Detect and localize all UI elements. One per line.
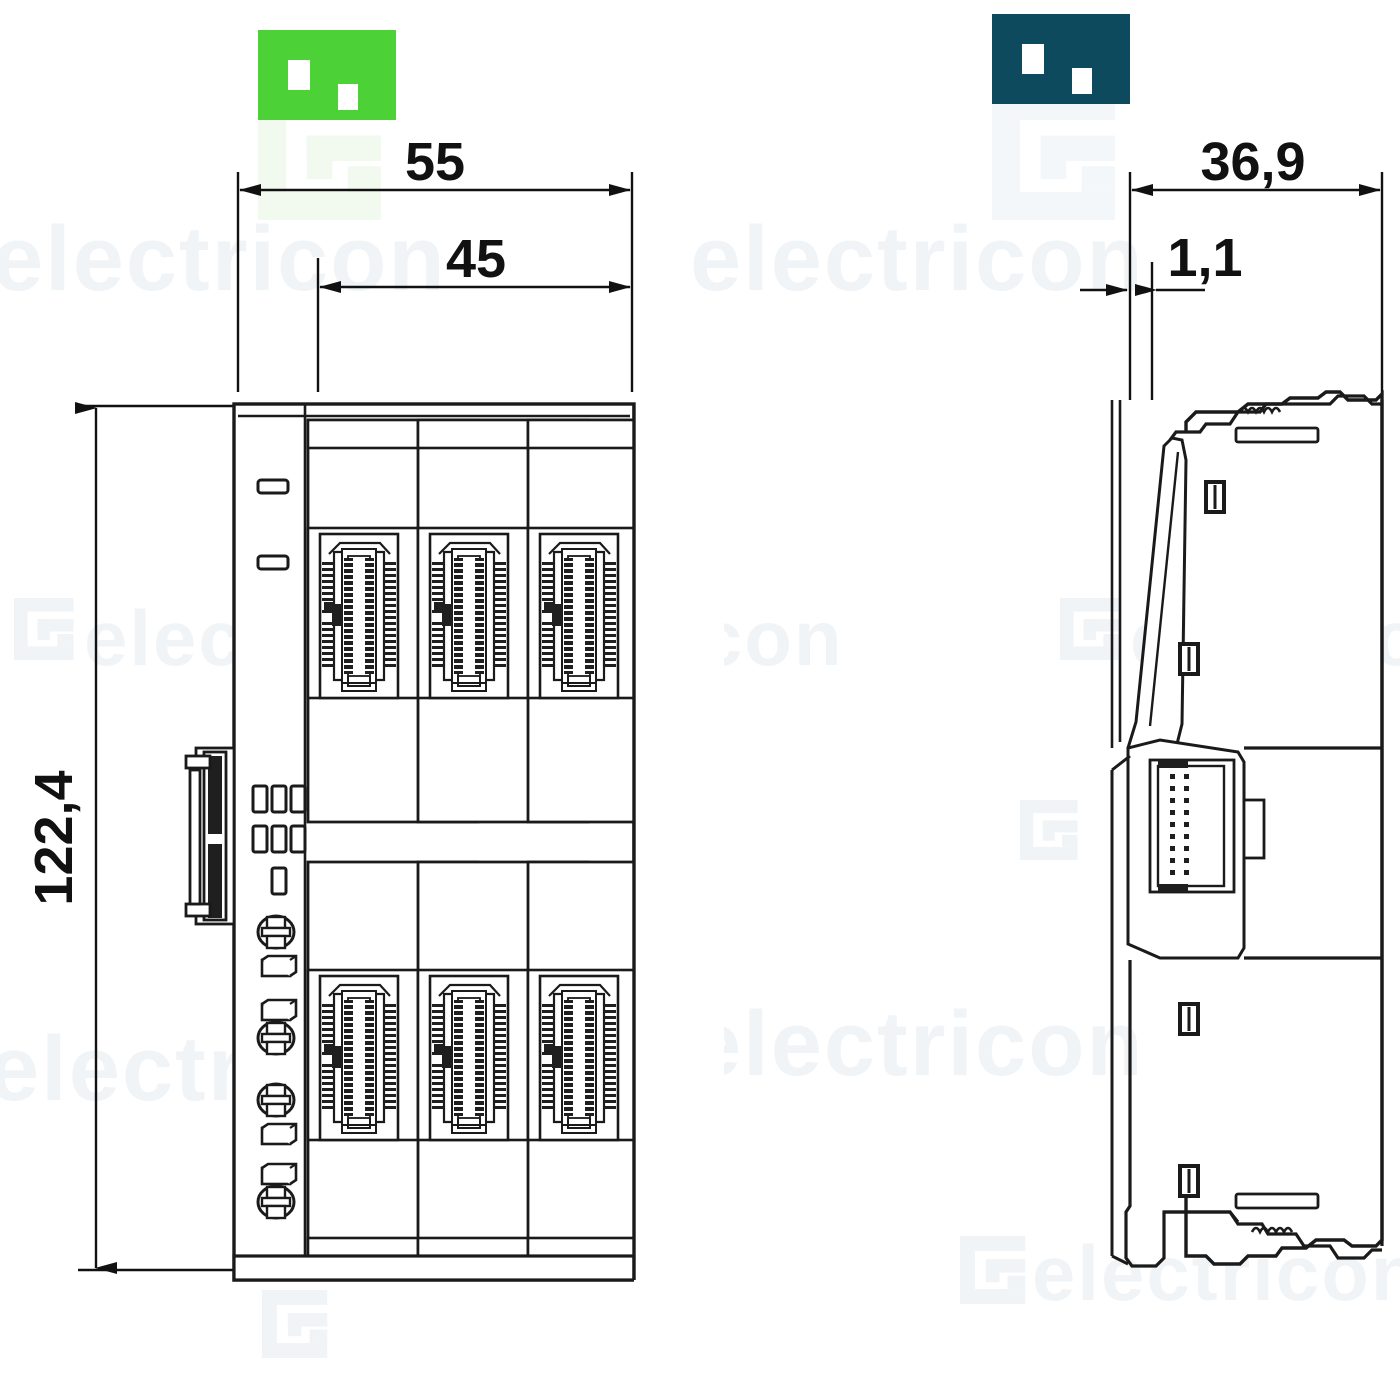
dimension-label-45: 45 <box>446 229 506 289</box>
dimension-group-front <box>75 172 634 1274</box>
screw-terminal-1 <box>256 914 296 950</box>
screw-terminal-3 <box>256 1082 296 1118</box>
front-view <box>184 402 724 1284</box>
dimension-group-side <box>1080 172 1384 400</box>
led-6 <box>289 824 307 854</box>
side-connector-lug <box>1242 798 1266 860</box>
side-top-slot <box>1234 426 1320 444</box>
terminal-block-2 <box>260 998 298 1022</box>
side-vent-4 <box>1178 1164 1200 1198</box>
dimension-label-1224: 122,4 <box>24 770 84 905</box>
front-slot-1 <box>256 478 290 495</box>
dimension-label-369: 36,9 <box>1200 132 1305 192</box>
led-3 <box>289 784 307 814</box>
side-vent-1 <box>1204 480 1226 514</box>
svg-text:electricon: electricon <box>690 993 1145 1095</box>
side-vent-3 <box>1178 1002 1200 1036</box>
front-bottom-plinth <box>232 1254 636 1282</box>
side-vent-2 <box>1178 642 1200 676</box>
dimension-label-11: 1,1 <box>1167 228 1242 288</box>
side-bottom-slot <box>1234 1192 1320 1210</box>
terminal-block-4 <box>260 1162 298 1186</box>
screw-terminal-4 <box>256 1184 296 1220</box>
terminal-block-3 <box>260 1122 298 1146</box>
side-lower-body <box>1124 960 1382 1268</box>
side-body-edges <box>1244 400 1384 1246</box>
side-backplane-connector <box>1126 738 1266 960</box>
side-bottom-serration <box>1250 1226 1294 1235</box>
led-2 <box>270 784 288 814</box>
led-5 <box>270 824 288 854</box>
terminal-block-1 <box>260 954 298 978</box>
side-view <box>1110 389 1384 1268</box>
electricon-logo-dark <box>992 14 1130 104</box>
svg-text:electricon: electricon <box>690 208 1145 310</box>
module-row-upper <box>306 418 712 824</box>
led-7 <box>270 866 288 896</box>
front-slot-group <box>256 478 290 571</box>
svg-text:electricon: electricon <box>0 208 447 310</box>
side-latch-arm <box>1126 436 1188 764</box>
side-top-profile <box>1168 394 1382 441</box>
dimension-label-55: 55 <box>405 132 465 192</box>
led-4 <box>251 824 269 854</box>
front-slot-2 <box>256 554 290 571</box>
electricon-logo-green <box>258 30 396 120</box>
din-clip <box>184 746 236 926</box>
led-1 <box>251 784 269 814</box>
screw-terminal-2 <box>256 1020 296 1056</box>
side-top-serration <box>1238 406 1282 415</box>
led-indicator-group <box>251 784 307 896</box>
